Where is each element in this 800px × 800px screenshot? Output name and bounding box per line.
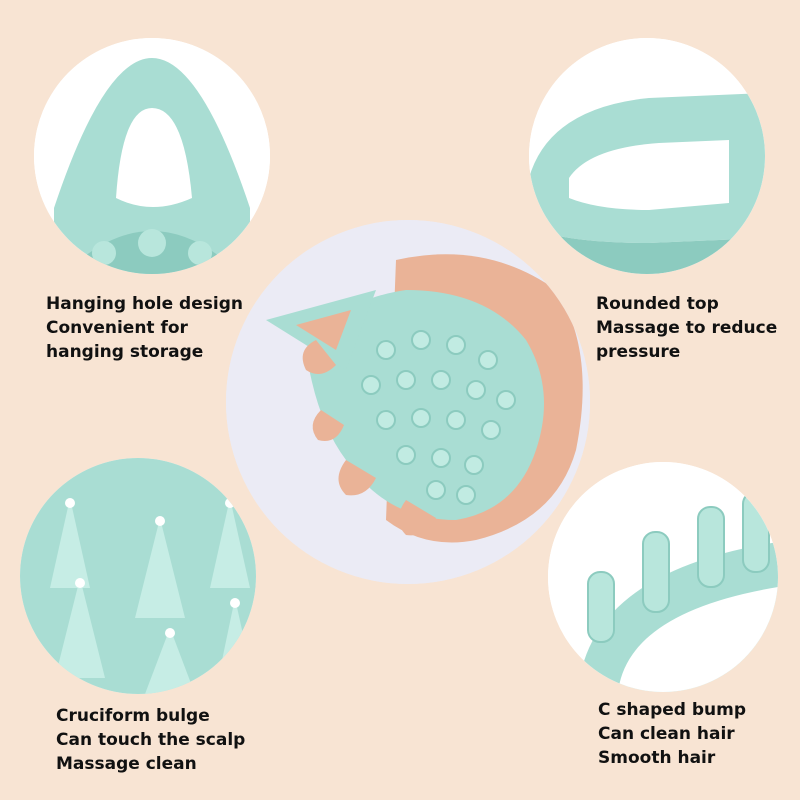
caption-line: Rounded top — [596, 294, 719, 314]
rounded-top-detail-image — [529, 38, 765, 274]
caption-line: Convenient for — [46, 318, 188, 338]
caption-line: C shaped bump — [598, 700, 747, 720]
caption-line: Cruciform bulge — [56, 706, 210, 726]
caption-line: Hanging hole design — [46, 294, 243, 314]
caption-c-shaped-bump: C shaped bump Can clean hair Smooth hair — [598, 698, 746, 770]
cruciform-bulge-detail-image — [20, 458, 256, 694]
caption-rounded-top: Rounded top Massage to reduce pressure — [596, 292, 777, 364]
caption-line: Massage clean — [56, 754, 197, 774]
c-shaped-bump-detail-image — [548, 462, 778, 692]
rounded-top-illustration — [529, 38, 765, 274]
caption-line: pressure — [596, 342, 681, 362]
cruciform-bulge-illustration — [20, 458, 256, 694]
product-in-hand-image — [226, 220, 590, 584]
caption-line: Can touch the scalp — [56, 730, 246, 750]
product-in-hand-illustration — [226, 220, 590, 584]
c-shaped-bump-illustration — [548, 462, 778, 692]
caption-line: Can clean hair — [598, 724, 735, 744]
hanging-hole-detail-image — [34, 38, 270, 274]
caption-line: Massage to reduce — [596, 318, 778, 338]
caption-hanging-hole: Hanging hole design Convenient for hangi… — [46, 292, 243, 364]
hanging-hole-illustration — [34, 38, 270, 274]
caption-cruciform-bulge: Cruciform bulge Can touch the scalp Mass… — [56, 704, 245, 776]
caption-line: hanging storage — [46, 342, 204, 362]
caption-line: Smooth hair — [598, 748, 716, 768]
